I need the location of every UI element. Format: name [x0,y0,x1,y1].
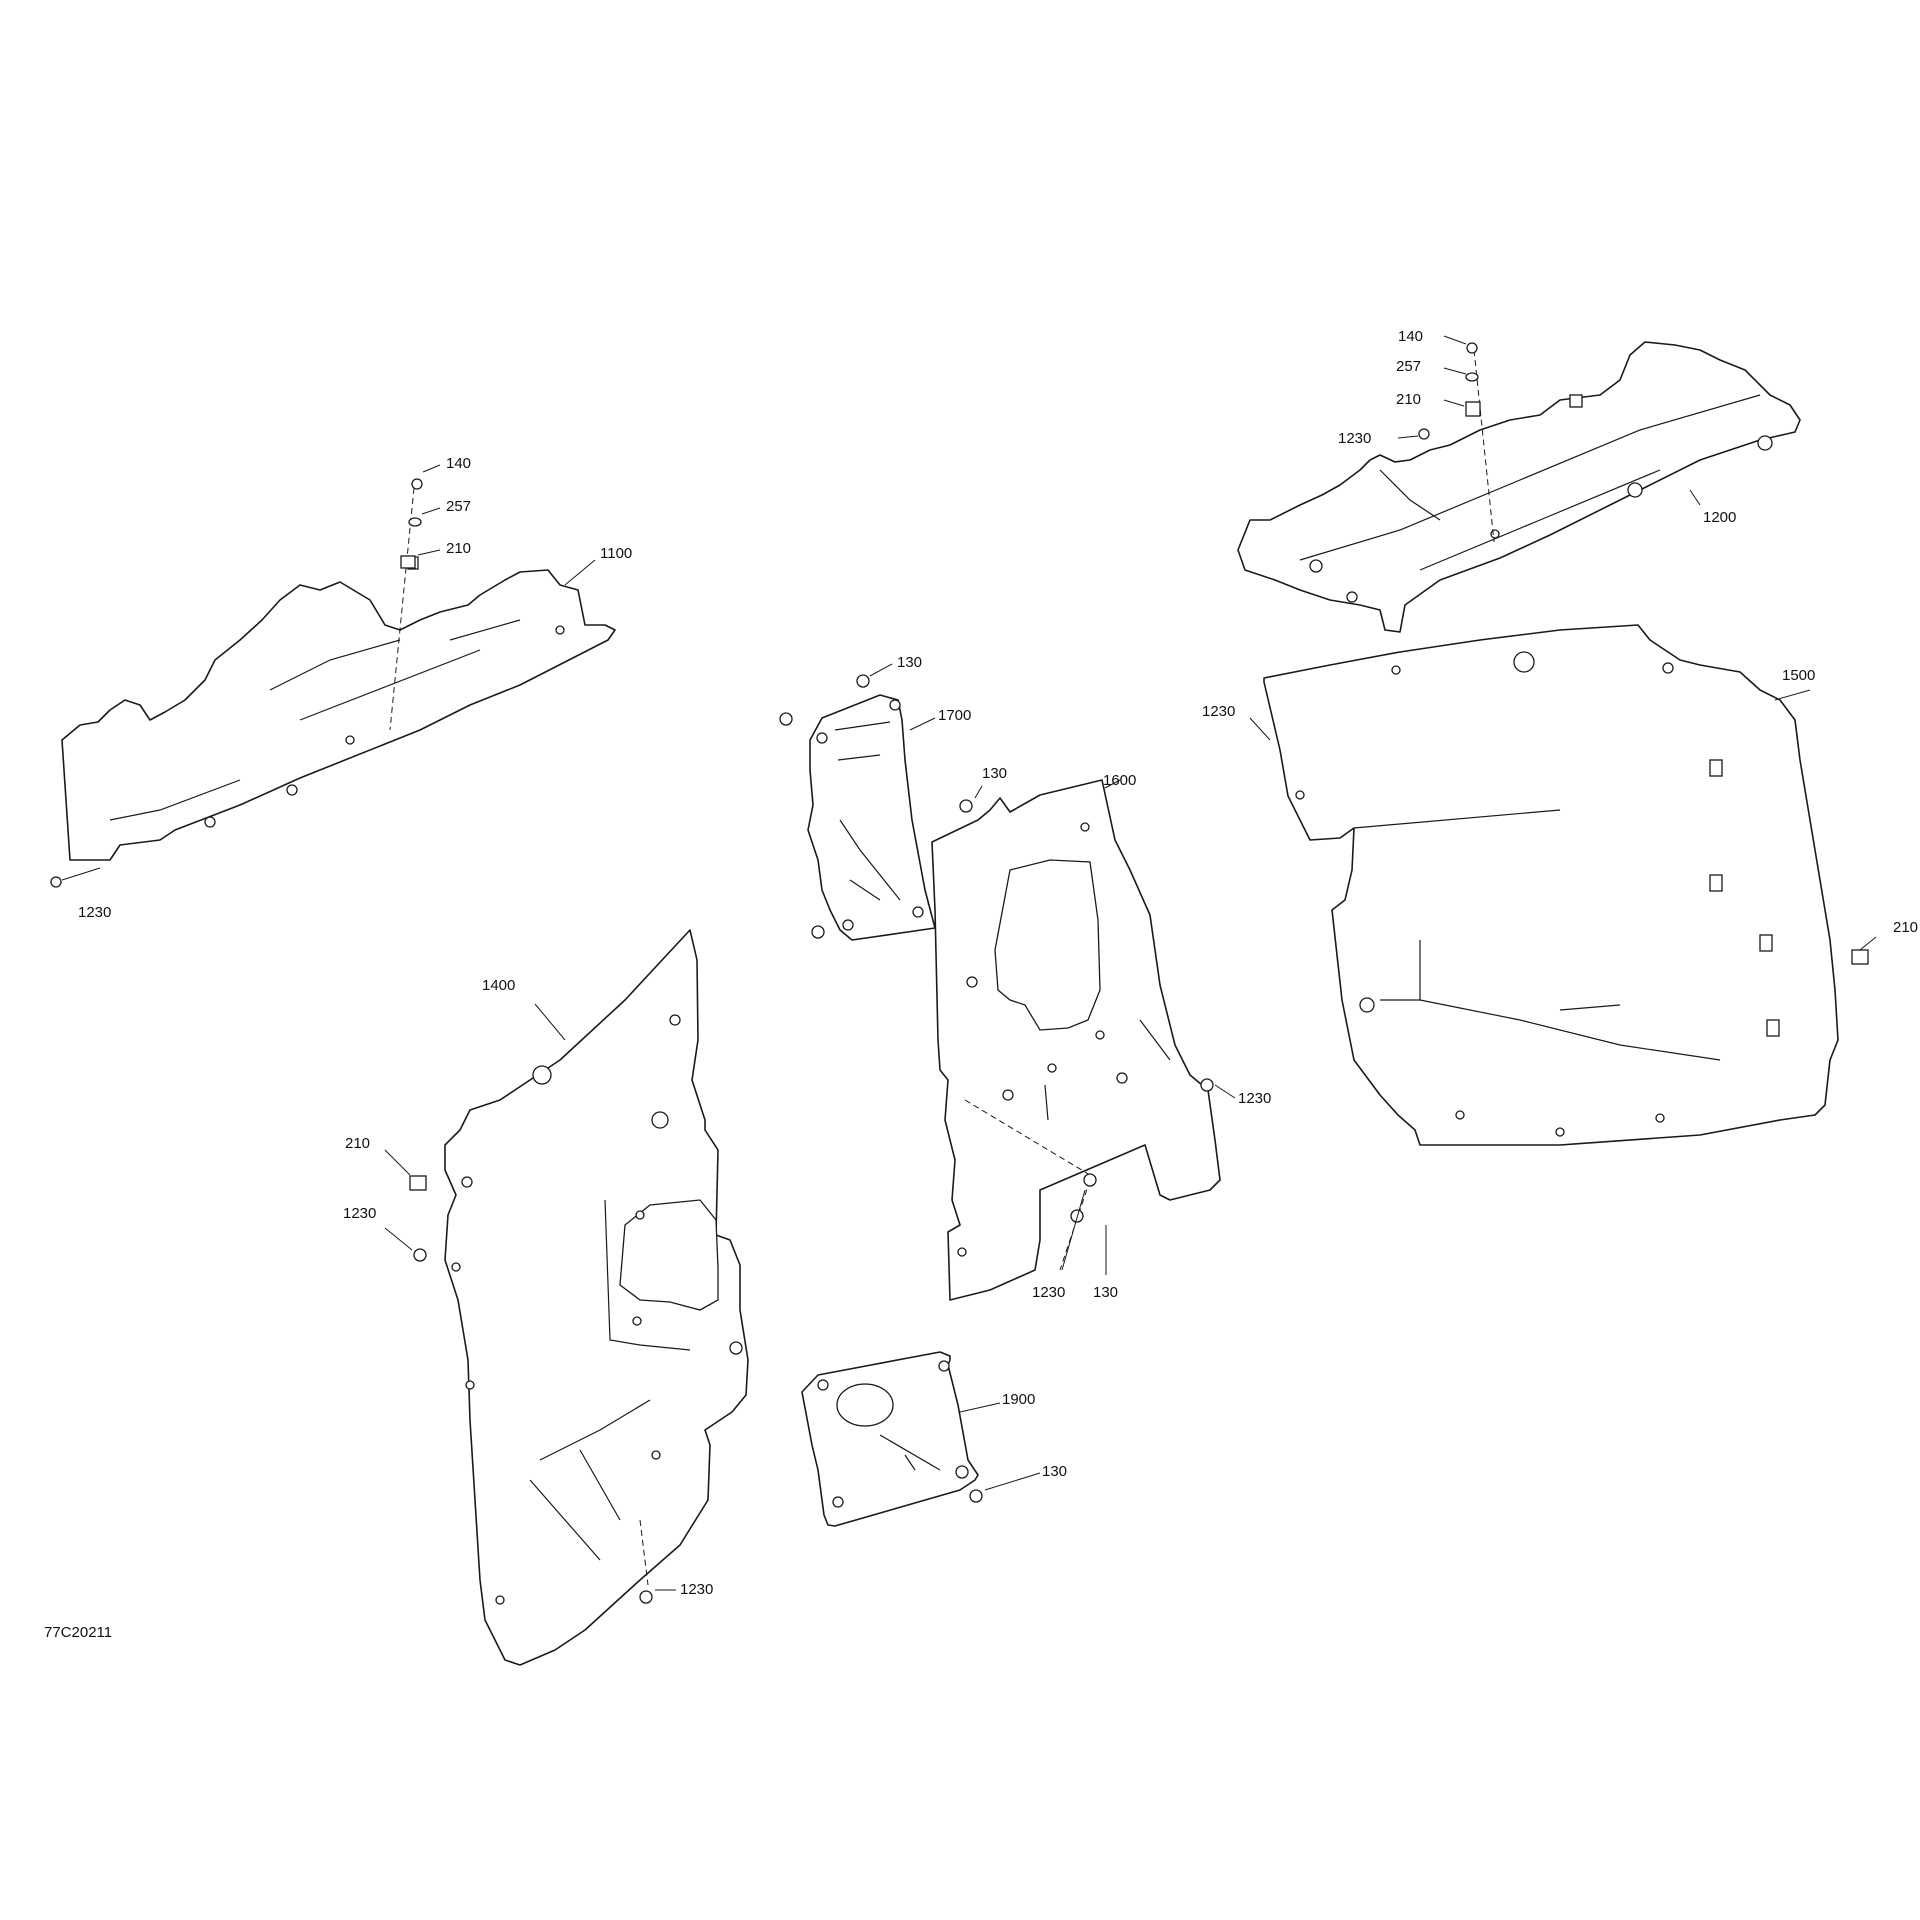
fastener-1400-1230-left [413,1248,427,1262]
fastener-1600-1230-right [1200,1078,1214,1092]
callout-1200-1230: 1230 [1338,430,1371,447]
fastener-1700-130-a [856,674,870,688]
callout-1500-1230: 1230 [1202,703,1235,720]
callout-1500: 1500 [1782,667,1815,684]
fastener-1700-130-b [779,712,793,726]
callout-1600-1230-right: 1230 [1238,1090,1271,1107]
callout-1100-1230: 1230 [78,904,111,921]
reference-code: 77C20211 [44,1624,112,1641]
callout-1200-210: 210 [1396,391,1421,408]
callout-1100-140: 140 [446,455,471,472]
callout-1700: 1700 [938,707,971,724]
fastener-1600-130-bottom [1070,1209,1084,1223]
callout-1200: 1200 [1703,509,1736,526]
fastener-1700-130-c [811,925,825,939]
callout-1100-257: 257 [446,498,471,515]
fastener-1200-140 [1466,342,1478,354]
fastener-1200-257 [1465,372,1479,382]
fastener-1400-1230-bottom [639,1590,653,1604]
callout-1500-210: 210 [1893,919,1918,936]
callout-1100-210: 210 [446,540,471,557]
part-1600 [931,779,1221,1301]
callout-1400: 1400 [482,977,515,994]
part-1400 [444,929,749,1666]
fastener-1100-1230 [50,876,62,888]
fastener-1100-140 [411,478,423,490]
callout-1400-1230-bottom: 1230 [680,1581,713,1598]
fastener-1100-210 [400,555,416,569]
callout-1600-130-top: 130 [982,765,1007,782]
callout-1600-1230-bottom: 1230 [1032,1284,1065,1301]
part-1100 [61,487,616,861]
callout-1900-130: 130 [1042,1463,1067,1480]
callout-1400-210: 210 [345,1135,370,1152]
fastener-1200-1230 [1418,428,1430,440]
fastener-1600-130-top [959,799,973,813]
callout-1200-140: 140 [1398,328,1423,345]
fastener-1100-257 [408,517,422,527]
fastener-1500-210 [1851,949,1869,965]
callout-1400-1230-left: 1230 [343,1205,376,1222]
callout-1200-257: 257 [1396,358,1421,375]
fastener-1400-210 [409,1175,427,1191]
callout-1600-130-bottom: 130 [1093,1284,1118,1301]
fastener-1200-210 [1465,401,1481,417]
callout-1700-130: 130 [897,654,922,671]
part-1900 [801,1351,979,1527]
callout-1600: 1600 [1103,772,1136,789]
fastener-1600-1230-bottom [1083,1173,1097,1187]
part-1500 [1263,624,1839,1146]
callout-1100: 1100 [600,545,632,562]
callout-1900: 1900 [1002,1391,1035,1408]
part-1200 [1237,341,1801,633]
fastener-1900-130 [969,1489,983,1503]
part-1700 [807,694,936,941]
